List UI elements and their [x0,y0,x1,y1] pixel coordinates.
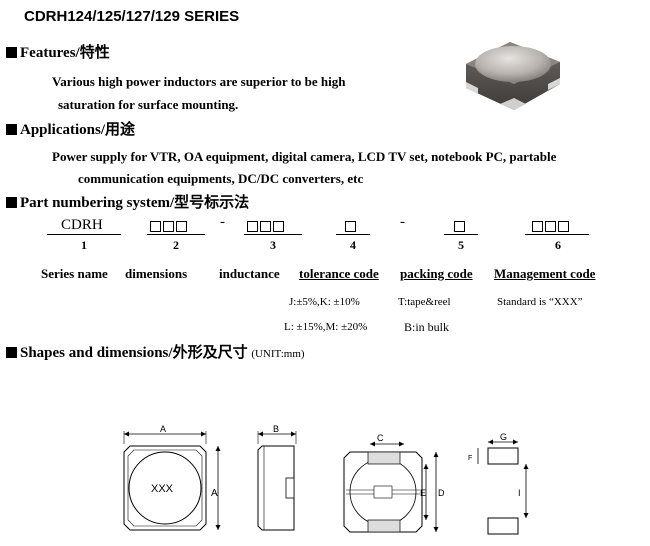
bullet-square-icon [6,197,17,208]
part-prefix: CDRH [61,217,103,233]
dim-i-label: I [518,488,521,498]
dimension-code-boxes [150,219,187,237]
applications-line-1: Power supply for VTR, OA equipment, digi… [52,149,557,164]
features-line-2: saturation for surface mounting. [58,97,239,112]
section-part-numbering-title: Part numbering system/型号标示法 [20,195,250,211]
inductance-code-boxes [247,219,284,237]
top-view-drawing: A XXX A [123,424,221,531]
packing-note-2: B:in bulk [404,320,450,334]
part-dash-2: - [400,214,405,230]
management-note: Standard is “XXX” [497,296,583,308]
tolerance-code-box [345,219,356,237]
label-packing-code: packing code [400,266,473,281]
dim-e-label: E [420,488,426,498]
label-inductance: inductance [219,266,280,281]
part-number-6: 6 [555,238,561,252]
dim-f-label: F [468,455,472,462]
code-box [454,221,465,232]
section-shapes-heading: Shapes and dimensions/外形及尺寸 (UNIT:mm) [6,341,305,362]
section-applications-heading: Applications/用途 [6,118,135,139]
management-code-boxes [532,219,569,237]
label-dimensions: dimensions [125,266,188,281]
dim-d-label: D [438,488,445,498]
land-pattern-drawing: G F I [468,432,529,535]
code-box [176,221,187,232]
applications-line-2: communication equipments, DC/DC converte… [78,171,364,186]
label-tolerance-code: tolerance code [299,266,379,281]
code-box [545,221,556,232]
product-photo [466,42,560,110]
features-line-1: Various high power inductors are superio… [52,74,346,89]
dim-a-top-label: A [160,424,166,434]
dim-b-label: B [273,424,279,434]
page-title: CDRH124/125/127/129 SERIES [24,8,240,25]
code-box [150,221,161,232]
dim-g-label: G [500,432,507,442]
code-box [247,221,258,232]
tolerance-note-2: L: ±15%,M: ±20% [284,321,368,333]
part-dash-1: - [220,214,225,230]
code-box [532,221,543,232]
section-applications-title: Applications/用途 [20,122,136,138]
underline-3 [244,234,302,235]
bullet-square-icon [6,47,17,58]
code-box [558,221,569,232]
underline-2 [147,234,205,235]
marking-text: XXX [151,483,174,495]
label-series-name: Series name [41,266,108,281]
bottom-view-drawing: C D E [343,433,445,533]
tolerance-note-1: J:±5%,K: ±10% [289,296,360,308]
code-box [260,221,271,232]
dim-c-label: C [377,433,384,443]
underline-5 [444,234,478,235]
section-part-numbering-heading: Part numbering system/型号标示法 [6,191,249,212]
section-shapes-title: Shapes and dimensions/外形及尺寸 [20,345,248,361]
part-number-1: 1 [81,238,87,252]
part-number-2: 2 [173,238,179,252]
underline-6 [525,234,589,235]
part-number-4: 4 [350,238,356,252]
part-number-3: 3 [270,238,276,252]
bullet-square-icon [6,124,17,135]
section-features-title: Features/特性 [20,45,110,61]
part-number-5: 5 [458,238,464,252]
side-view-drawing: B [257,424,297,531]
packing-note-1: T:tape&reel [398,296,451,308]
shapes-unit: (UNIT:mm) [251,348,305,360]
section-features-heading: Features/特性 [6,41,110,62]
code-box [163,221,174,232]
code-box [273,221,284,232]
dim-a-side-label: A [211,488,218,499]
packing-code-box [454,219,465,237]
code-box [345,221,356,232]
underline-1 [47,234,121,235]
label-management-code: Management code [494,266,596,281]
bullet-square-icon [6,347,17,358]
underline-4 [336,234,370,235]
